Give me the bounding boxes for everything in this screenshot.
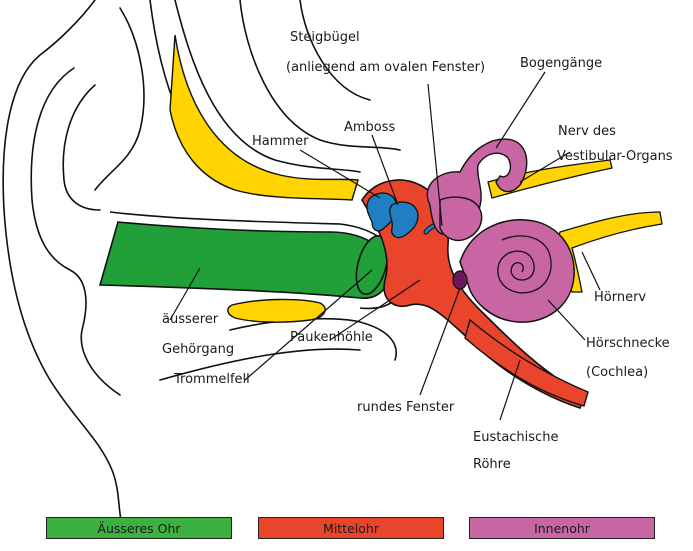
label-amboss: Amboss xyxy=(344,120,395,136)
label-vestibular-organs: Vestibular-Organs xyxy=(557,149,673,165)
label-steigbuegel: Steigbügel xyxy=(290,30,360,46)
auricle-helix xyxy=(95,8,144,190)
label-aeusserer: äusserer xyxy=(162,312,218,328)
label-bogengaenge: Bogengänge xyxy=(520,56,602,72)
eustachian-tube xyxy=(465,320,588,406)
legend-middle-ear-label: Mittelohr xyxy=(323,521,379,536)
label-trommelfell: Trommelfell xyxy=(174,372,250,388)
label-eustachische: Eustachische xyxy=(473,430,558,446)
label-hammer: Hammer xyxy=(252,134,308,150)
label-nerv-des: Nerv des xyxy=(558,124,616,140)
legend-middle-ear: Mittelohr xyxy=(258,517,444,539)
label-steigbuegel-note: (anliegend am ovalen Fenster) xyxy=(286,60,485,76)
temporal-bone-lower xyxy=(228,299,325,322)
legend-outer-ear-label: Äusseres Ohr xyxy=(97,521,180,536)
label-gehoergang: Gehörgang xyxy=(162,342,234,358)
leader-bogengaenge xyxy=(496,72,545,148)
label-paukenhoehle: Paukenhöhle xyxy=(290,330,373,346)
round-window xyxy=(453,271,467,289)
bone-line-2 xyxy=(300,0,370,100)
label-roehre: Röhre xyxy=(473,457,511,473)
auricle-inner-fold xyxy=(31,68,120,395)
label-hoerschnecke: Hörschnecke xyxy=(586,336,670,352)
ear-canal xyxy=(100,222,390,298)
label-rundes-fenster: rundes Fenster xyxy=(357,400,454,416)
vestibule xyxy=(440,197,482,240)
auricle-outline xyxy=(3,0,122,525)
label-hoernerv: Hörnerv xyxy=(594,290,646,306)
legend-outer-ear: Äusseres Ohr xyxy=(46,517,232,539)
auricle-antihelix xyxy=(63,85,100,210)
legend-inner-ear: Innenohr xyxy=(469,517,655,539)
label-cochlea: (Cochlea) xyxy=(586,365,648,381)
legend-inner-ear-label: Innenohr xyxy=(534,521,590,536)
leader-hoerschnecke xyxy=(548,300,585,340)
leader-hoernerv xyxy=(582,252,600,290)
